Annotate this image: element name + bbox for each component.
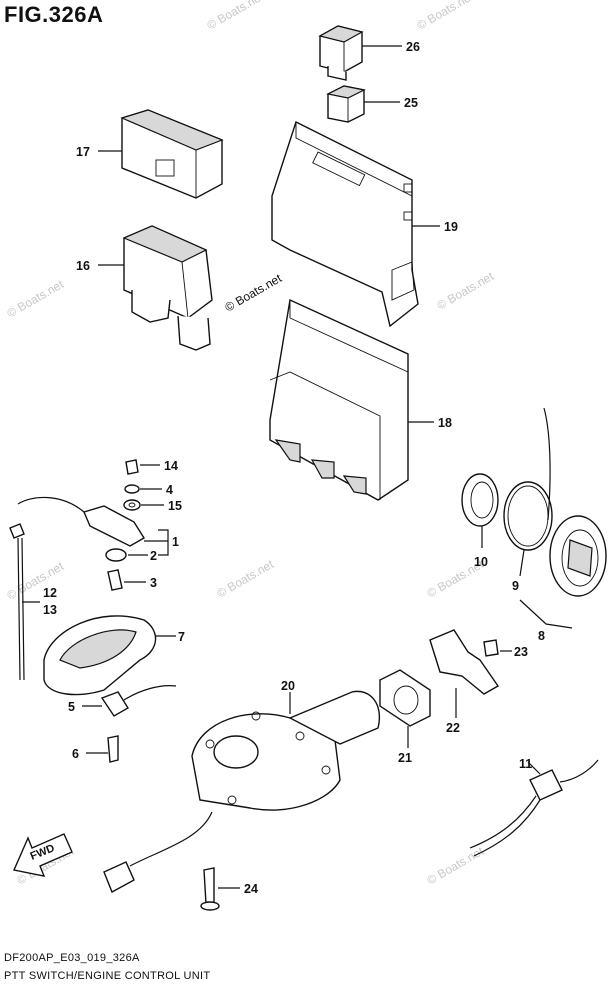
cable-tie-12 — [9, 523, 40, 681]
callout-25: 25 — [404, 96, 418, 110]
callout-5: 5 — [68, 700, 75, 714]
trim-sensor-1 — [17, 496, 169, 562]
watermark: © Boats.net — [5, 277, 67, 321]
callout-2: 2 — [150, 549, 157, 563]
watermark: © Boats.net — [215, 557, 277, 601]
ecu-bracket-19 — [271, 121, 440, 328]
diagram-code: DF200AP_E03_019_326A — [4, 952, 140, 964]
fwd-arrow-icon: FWD — [13, 833, 73, 877]
callout-12: 12 — [43, 586, 57, 600]
control-box-16 — [98, 225, 213, 351]
o-ring-9 — [503, 481, 553, 577]
watermark: © Boats.net — [5, 559, 67, 603]
callout-26: 26 — [406, 40, 420, 54]
callout-20: 20 — [281, 679, 295, 693]
clip-3 — [107, 569, 146, 591]
grommet-10 — [461, 473, 499, 548]
washer-4 — [124, 484, 162, 494]
cover-17 — [98, 109, 224, 199]
bolt-24 — [200, 867, 240, 911]
callout-15: 15 — [168, 499, 182, 513]
callout-18: 18 — [438, 416, 452, 430]
relay-26 — [318, 25, 402, 81]
callout-23: 23 — [514, 645, 528, 659]
bolt-23 — [483, 639, 512, 657]
relay-25 — [326, 85, 400, 123]
callout-10: 10 — [474, 555, 488, 569]
callout-11: 11 — [519, 757, 532, 771]
callout-17: 17 — [76, 145, 90, 159]
ptt-motor-20 — [103, 690, 380, 893]
cover-7 — [43, 615, 176, 696]
screw-6 — [86, 735, 119, 763]
callout-24: 24 — [244, 882, 258, 896]
watermark-dark: © Boats.net — [223, 271, 285, 315]
switch-assembly-8 — [519, 407, 607, 629]
callout-6: 6 — [72, 747, 79, 761]
callout-9: 9 — [512, 579, 519, 593]
callout-7: 7 — [178, 630, 185, 644]
callout-14: 14 — [164, 459, 178, 473]
collar-21 — [379, 669, 431, 748]
callout-13: 13 — [43, 603, 57, 617]
callout-1: 1 — [172, 535, 179, 549]
watermark: © Boats.net — [205, 0, 267, 33]
callout-19: 19 — [444, 220, 458, 234]
watermark: © Boats.net — [435, 269, 497, 313]
callout-labels: 26 25 17 19 16 18 14 4 15 1 2 3 12 13 7 … — [43, 40, 545, 896]
watermark: © Boats.net — [425, 844, 487, 888]
ecu-18 — [269, 298, 434, 501]
callout-3: 3 — [150, 576, 157, 590]
diagram-caption: PTT SWITCH/ENGINE CONTROL UNIT — [4, 970, 211, 982]
callout-4: 4 — [166, 483, 173, 497]
harness-11 — [469, 759, 599, 857]
bracket-22 — [429, 629, 500, 718]
figure-title: FIG.326A — [4, 2, 104, 27]
callout-16: 16 — [76, 259, 90, 273]
washer-15 — [123, 499, 164, 511]
callout-22: 22 — [446, 721, 460, 735]
watermark: © Boats.net — [415, 0, 477, 33]
callout-8: 8 — [538, 629, 545, 643]
callout-21: 21 — [398, 751, 412, 765]
switch-5 — [82, 685, 177, 717]
bolt-14 — [125, 459, 160, 475]
